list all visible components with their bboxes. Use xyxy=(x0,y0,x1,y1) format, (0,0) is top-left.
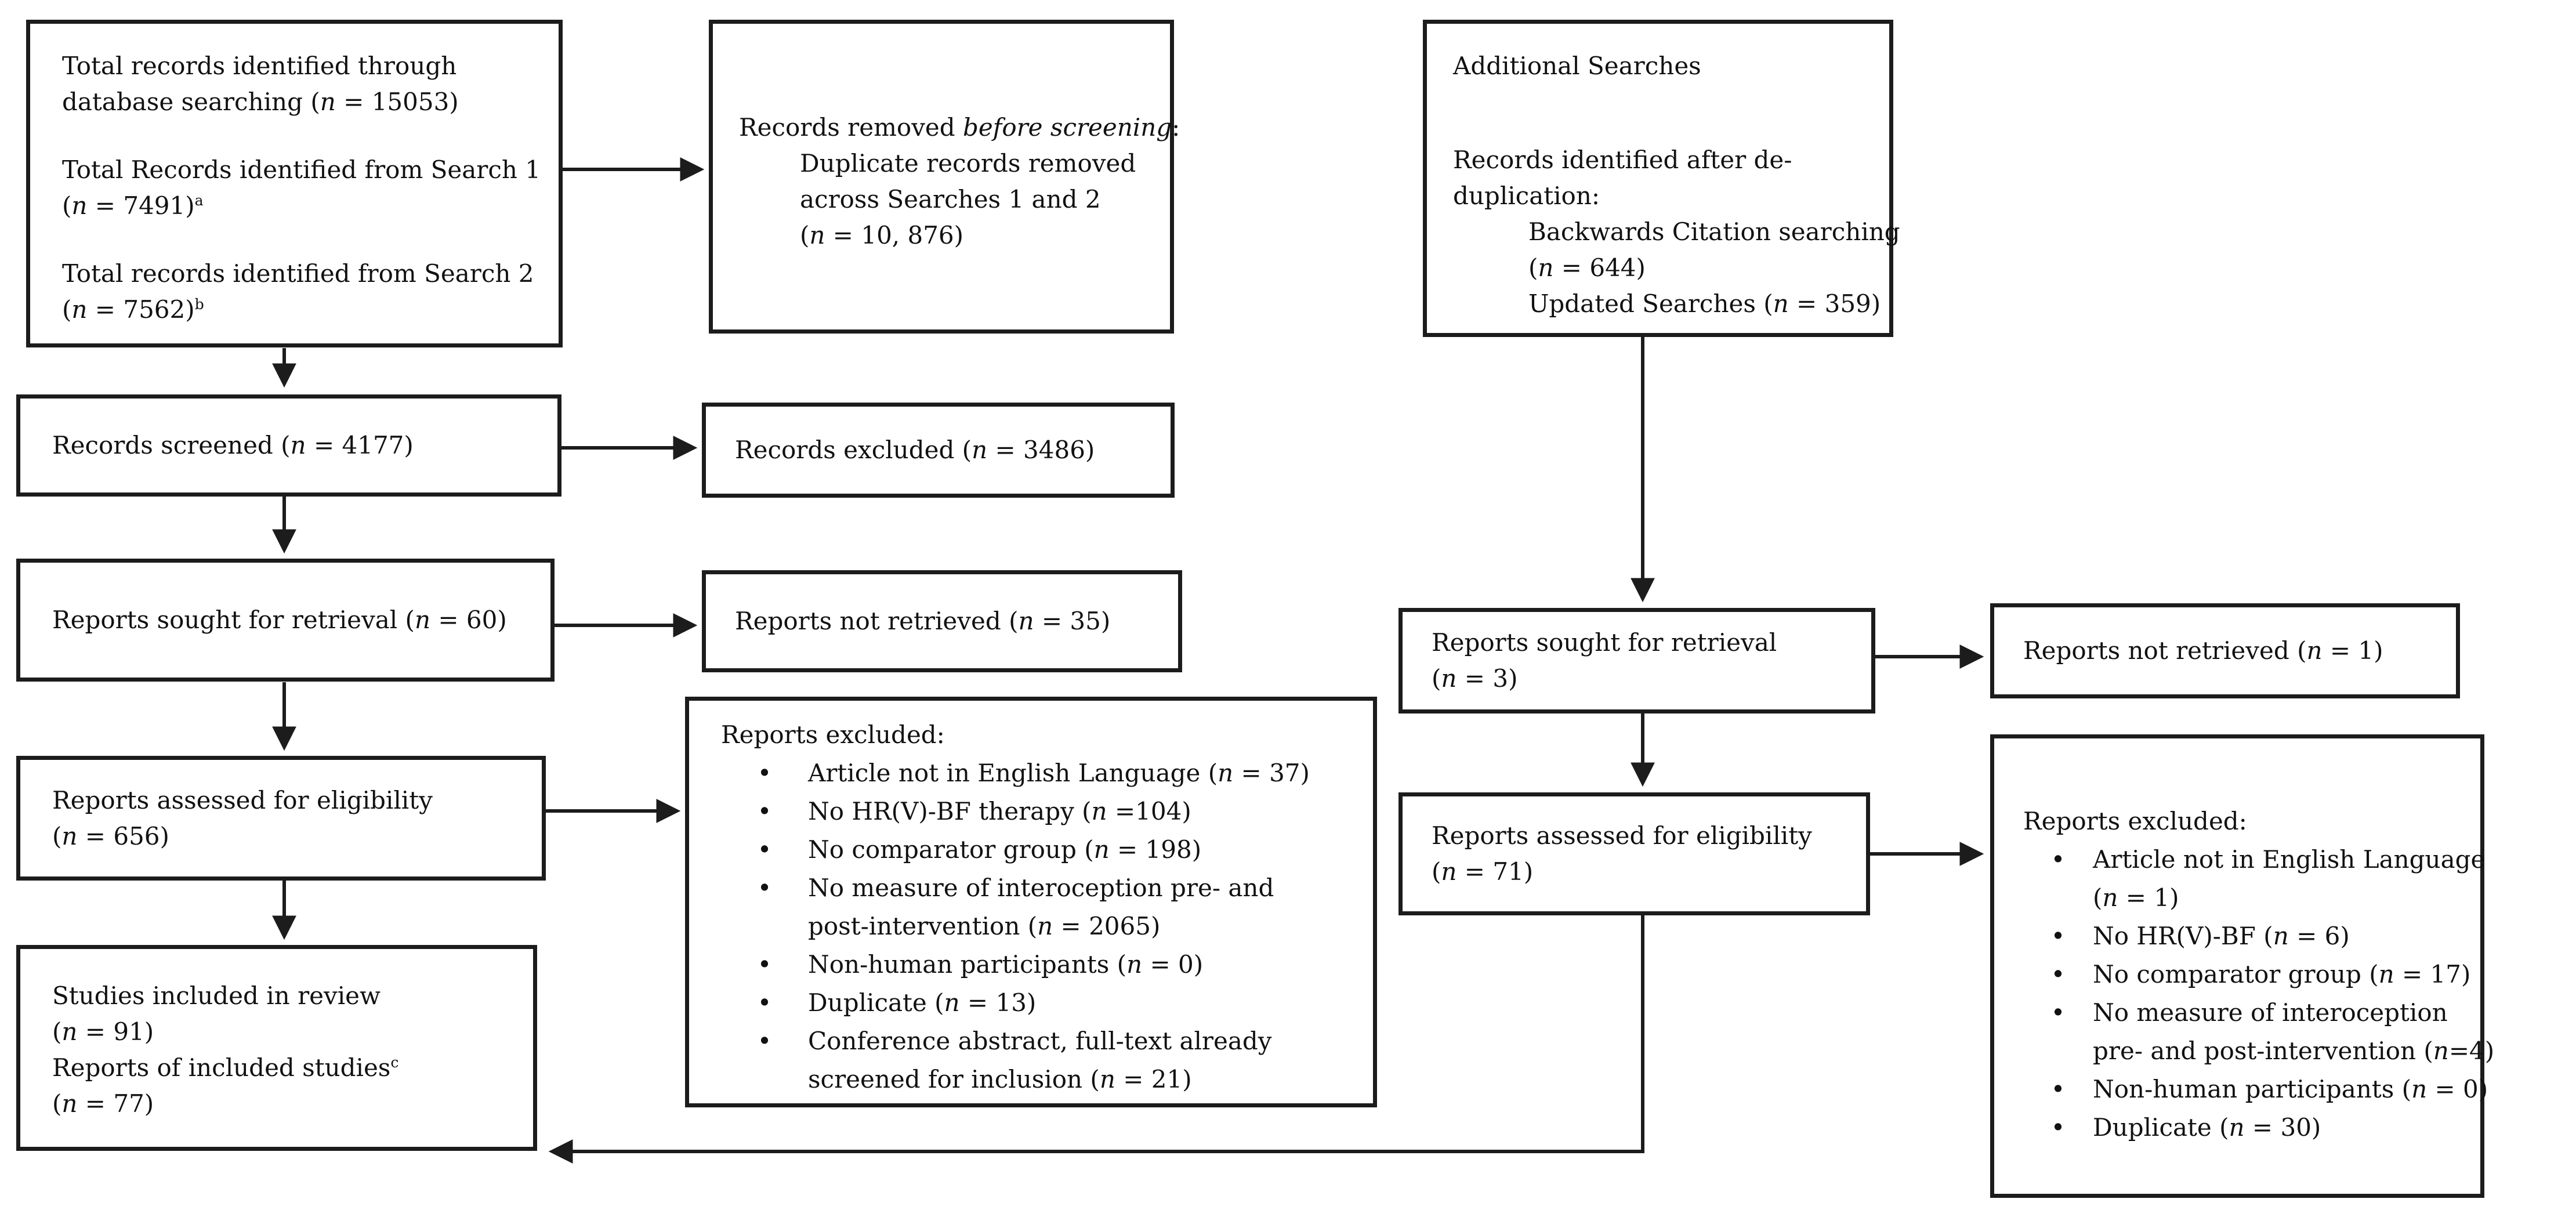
bullet-item: • No HR(V)-BF therapy (n =104) xyxy=(721,792,1356,831)
text-line: Reports not retrieved (n = 1) xyxy=(2023,636,2383,665)
text-line: No measure of interoception pre- and xyxy=(808,874,1274,902)
text-line: Reports sought for retrieval (n = 60) xyxy=(52,606,507,634)
text-line: Backwards Citation searching xyxy=(1528,218,1900,246)
reports-not-retrieved-box: Reports not retrieved (n = 35) xyxy=(702,570,1182,672)
bullet-item: • No measure of interoception pre- and p… xyxy=(2023,994,2495,1070)
bullet-icon: • xyxy=(2050,960,2066,988)
text-line: (n = 656) xyxy=(52,821,169,850)
text-line: (n = 91) xyxy=(52,1017,154,1046)
text-line: No HR(V)-BF therapy (n =104) xyxy=(808,797,1191,825)
text-line: Reports of included studiesc xyxy=(52,1053,399,1082)
text-line: post-intervention (n = 2065) xyxy=(808,912,1161,940)
text-line: Reports assessed for eligibility xyxy=(1432,821,1812,850)
reports-assessed-box: Reports assessed for eligibility (n = 65… xyxy=(16,756,546,881)
text-line: Total records identified through xyxy=(62,52,457,80)
records-screened-box: Records screened (n = 4177) xyxy=(16,394,561,497)
text-line: Reports assessed for eligibility xyxy=(52,785,433,814)
text-line: Records identified after de- xyxy=(1453,146,1792,174)
text-line: Records excluded (n = 3486) xyxy=(735,436,1095,464)
bullet-icon: • xyxy=(757,874,772,902)
bullet-item: • Non-human participants (n = 0) xyxy=(2023,1070,2488,1109)
additional-searches-title: Additional Searches xyxy=(1453,52,1701,80)
identification-paragraph: Total records identified from Search 2 (… xyxy=(62,256,534,328)
text-line: Reports sought for retrieval xyxy=(1432,628,1777,657)
text-line: Non-human participants (n = 0) xyxy=(808,950,1204,979)
bullet-item: • Conference abstract, full-text already… xyxy=(721,1022,1356,1099)
text-line: Reports not retrieved (n = 35) xyxy=(735,607,1111,635)
text-line: Updated Searches (n = 359) xyxy=(1528,289,1881,318)
bullet-item: • No measure of interoception pre- and p… xyxy=(721,869,1356,946)
bullet-item: • No comparator group (n = 198) xyxy=(721,831,1356,869)
excluded-heading: Reports excluded: xyxy=(2023,807,2247,835)
bullet-item: • No HR(V)-BF (n = 6) xyxy=(2023,917,2466,955)
text-line: Records removed before screening: xyxy=(739,113,1180,142)
text-line: Conference abstract, full-text already xyxy=(808,1027,1272,1055)
bullet-icon: • xyxy=(757,759,772,787)
text-line: database searching (n = 15053) xyxy=(62,88,459,116)
text-line: (n = 77) xyxy=(52,1089,154,1118)
bullet-icon: • xyxy=(2050,845,2066,874)
bullet-item: • Article not in English Language (n = 1… xyxy=(2023,841,2486,917)
bullet-item: • No comparator group (n = 17) xyxy=(2023,955,2471,994)
bullet-icon: • xyxy=(757,988,772,1017)
studies-included-box: Studies included in review (n = 91) Repo… xyxy=(16,945,537,1151)
text-line: Total records identified from Search 2 xyxy=(62,259,534,288)
identification-paragraph: Total Records identified from Search 1 (… xyxy=(62,152,541,224)
bullet-icon: • xyxy=(2050,998,2066,1027)
bullet-icon: • xyxy=(757,797,772,825)
text-line: Duplicate (n = 13) xyxy=(808,988,1037,1017)
identification-paragraph: Total records identified through databas… xyxy=(62,48,527,120)
bullet-icon: • xyxy=(2050,1113,2066,1142)
bullet-icon: • xyxy=(2050,922,2066,950)
text-line: (n = 7562)b xyxy=(62,295,204,324)
text-line: Article not in English Language (n = 37) xyxy=(808,759,1310,787)
reports-sought-box: Reports sought for retrieval (n = 60) xyxy=(16,559,555,682)
bullet-item: • Duplicate (n = 30) xyxy=(2023,1109,2466,1147)
excluded-heading: Reports excluded: xyxy=(721,720,945,749)
text-line: Article not in English Language xyxy=(2093,845,2486,874)
text-line: Duplicate records removed xyxy=(800,149,1136,178)
text-line: Duplicate (n = 30) xyxy=(2093,1113,2321,1142)
bullet-icon: • xyxy=(757,835,772,864)
identification-box: Total records identified through databas… xyxy=(26,20,563,347)
bullet-icon: • xyxy=(2050,1075,2066,1103)
bullet-icon: • xyxy=(757,950,772,979)
text-line: screened for inclusion (n = 21) xyxy=(808,1065,1192,1093)
text-line: Records screened (n = 4177) xyxy=(52,431,414,459)
additional-searches-sublist: Backwards Citation searching (n = 644) U… xyxy=(1528,214,1900,322)
text-line: No comparator group (n = 198) xyxy=(808,835,1202,864)
text-line: (n = 7491)a xyxy=(62,191,204,220)
text-line: (n = 3) xyxy=(1432,664,1518,693)
reports-excluded-box: Reports excluded: • Article not in Engli… xyxy=(685,697,1377,1107)
text-line: (n = 1) xyxy=(2093,883,2179,912)
text-line: across Searches 1 and 2 xyxy=(800,185,1101,213)
additional-searches-details: Records identified after de- duplication… xyxy=(1453,142,1900,322)
additional-searches-box: Additional Searches Records identified a… xyxy=(1423,20,1900,337)
records-removed-box: Records removed before screening: Duplic… xyxy=(709,20,1180,334)
removed-details: Duplicate records removed across Searche… xyxy=(800,146,1144,253)
bullet-item: • Non-human participants (n = 0) xyxy=(721,946,1356,984)
bullet-item: • Duplicate (n = 13) xyxy=(721,984,1356,1022)
text-line: No measure of interoception xyxy=(2093,998,2448,1027)
additional-reports-excluded-box: Reports excluded: • Article not in Engli… xyxy=(1990,734,2495,1198)
text-line: No comparator group (n = 17) xyxy=(2093,960,2471,988)
text-line: (n = 71) xyxy=(1432,857,1534,886)
text-line: duplication: xyxy=(1453,182,1600,210)
additional-reports-sought-box: Reports sought for retrieval (n = 3) xyxy=(1398,608,1875,713)
text-line: pre- and post-intervention (n=4) xyxy=(2093,1037,2495,1065)
records-excluded-box: Records excluded (n = 3486) xyxy=(702,403,1175,498)
text-line: (n = 10, 876) xyxy=(800,221,964,249)
text-line: Total Records identified from Search 1 xyxy=(62,155,541,184)
text-line: Non-human participants (n = 0) xyxy=(2093,1075,2488,1103)
text-line: No HR(V)-BF (n = 6) xyxy=(2093,922,2350,950)
additional-reports-assessed-box: Reports assessed for eligibility (n = 71… xyxy=(1398,792,1870,915)
text-line: Studies included in review xyxy=(52,981,381,1010)
additional-reports-not-retrieved-box: Reports not retrieved (n = 1) xyxy=(1990,603,2460,698)
text-line: (n = 644) xyxy=(1528,253,1646,282)
bullet-item: • Article not in English Language (n = 3… xyxy=(721,754,1356,792)
bullet-icon: • xyxy=(757,1027,772,1055)
